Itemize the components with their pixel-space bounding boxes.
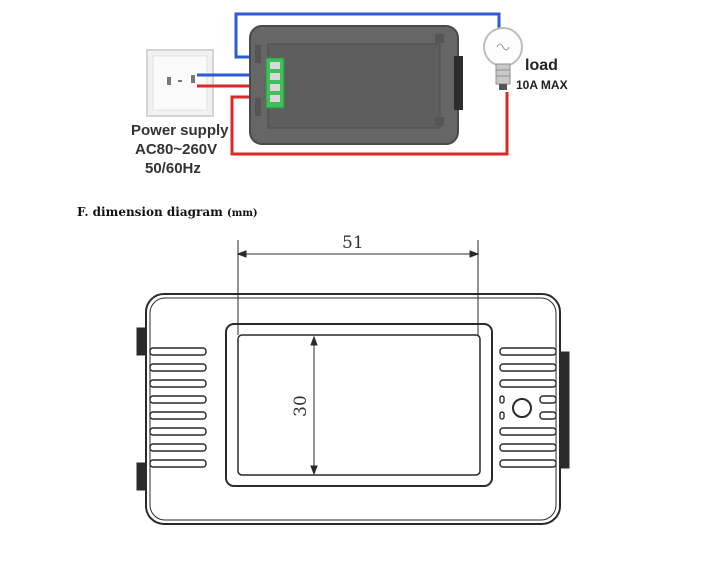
power-supply-frequency: 50/60Hz [145,160,201,177]
right-terminal-bar [559,351,570,469]
load-label: load [525,57,558,74]
wiring-diagram [146,12,523,156]
section-title: F. dimension diagram (mm) [77,205,258,219]
power-supply-label: Power supply AC80~260V 50/60Hz [131,121,229,178]
load-max-label: 10A MAX [516,78,568,92]
left-vents [149,347,207,468]
height-dimension [310,335,318,476]
dimension-drawing [136,240,570,525]
power-supply-voltage: AC80~260V [135,141,218,158]
section-title-unit: (mm) [227,208,258,219]
width-value: 51 [342,233,364,253]
left-tab-bottom [136,462,147,491]
display-window-inner [237,334,481,476]
width-dimension [236,240,480,335]
case-inner-outline [149,297,557,521]
light-bulb-icon [483,27,523,90]
display-window-outer [225,323,493,487]
left-tab-top [136,327,147,356]
right-vents [499,347,557,468]
red-wire-loop [230,92,509,156]
case-outline [145,293,561,525]
wall-socket [146,49,214,117]
reset-button-circle [512,398,532,418]
terminal-block [265,57,285,109]
height-value: 30 [290,395,311,417]
section-title-text: F. dimension diagram [77,205,223,219]
meter-module [249,25,463,145]
power-supply-title: Power supply [131,122,229,139]
